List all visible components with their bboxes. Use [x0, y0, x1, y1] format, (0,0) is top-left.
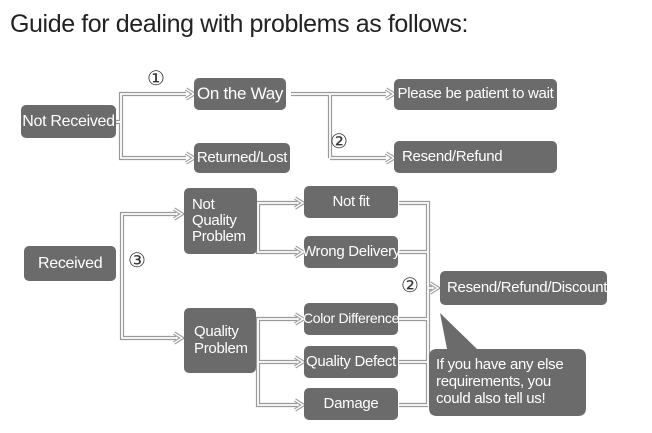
- marker-one: ①: [147, 68, 165, 90]
- resend-refund-box: Resend/Refund: [394, 141, 557, 173]
- returned-lost-box: Returned/Lost: [194, 143, 290, 173]
- marker-two-bottom: ②: [401, 275, 419, 297]
- wrong-delivery-label: Wrong Delivery: [301, 242, 401, 260]
- not-received-box: Not Received: [21, 105, 116, 138]
- resend-refund-label: Resend/Refund: [402, 147, 503, 165]
- page-title: Guide for dealing with problems as follo…: [10, 10, 469, 38]
- note-text-box: If you have any else requirements, you c…: [429, 349, 586, 416]
- resend-refund-discount-box: Resend/Refund/Discount: [440, 271, 607, 305]
- received-box: Received: [24, 246, 116, 281]
- not-quality-problem-box: Not Quality Problem: [184, 188, 257, 254]
- returned-lost-label: Returned/Lost: [196, 148, 288, 166]
- quality-defect-box: Quality Defect: [304, 346, 398, 378]
- wait-label: Please be patient to wait: [397, 85, 554, 103]
- not-received-label: Not Received: [22, 112, 115, 130]
- on-the-way-label: On the Way: [196, 83, 284, 103]
- not-fit-label: Not fit: [332, 192, 370, 210]
- damage-label: Damage: [323, 394, 379, 412]
- not-quality-problem-label: Not Quality Problem: [192, 195, 246, 246]
- quality-problem-label: Quality Problem: [194, 323, 248, 357]
- color-difference-box: Color Difference: [302, 303, 400, 335]
- not-fit-box: Not fit: [304, 186, 398, 218]
- note-text: If you have any else requirements, you c…: [436, 356, 564, 407]
- received-label: Received: [38, 254, 103, 272]
- quality-problem-box: Quality Problem: [184, 308, 256, 373]
- color-difference-label: Color Difference: [302, 310, 400, 327]
- on-the-way-box: On the Way: [194, 78, 286, 110]
- wrong-delivery-box: Wrong Delivery: [301, 236, 401, 268]
- resend-refund-discount-label: Resend/Refund/Discount: [447, 278, 608, 296]
- marker-three: ③: [128, 250, 146, 272]
- wait-box: Please be patient to wait: [394, 79, 557, 110]
- damage-box: Damage: [304, 388, 398, 420]
- quality-defect-label: Quality Defect: [306, 352, 397, 370]
- marker-two-top: ②: [330, 131, 348, 153]
- note-bubble: [429, 313, 586, 416]
